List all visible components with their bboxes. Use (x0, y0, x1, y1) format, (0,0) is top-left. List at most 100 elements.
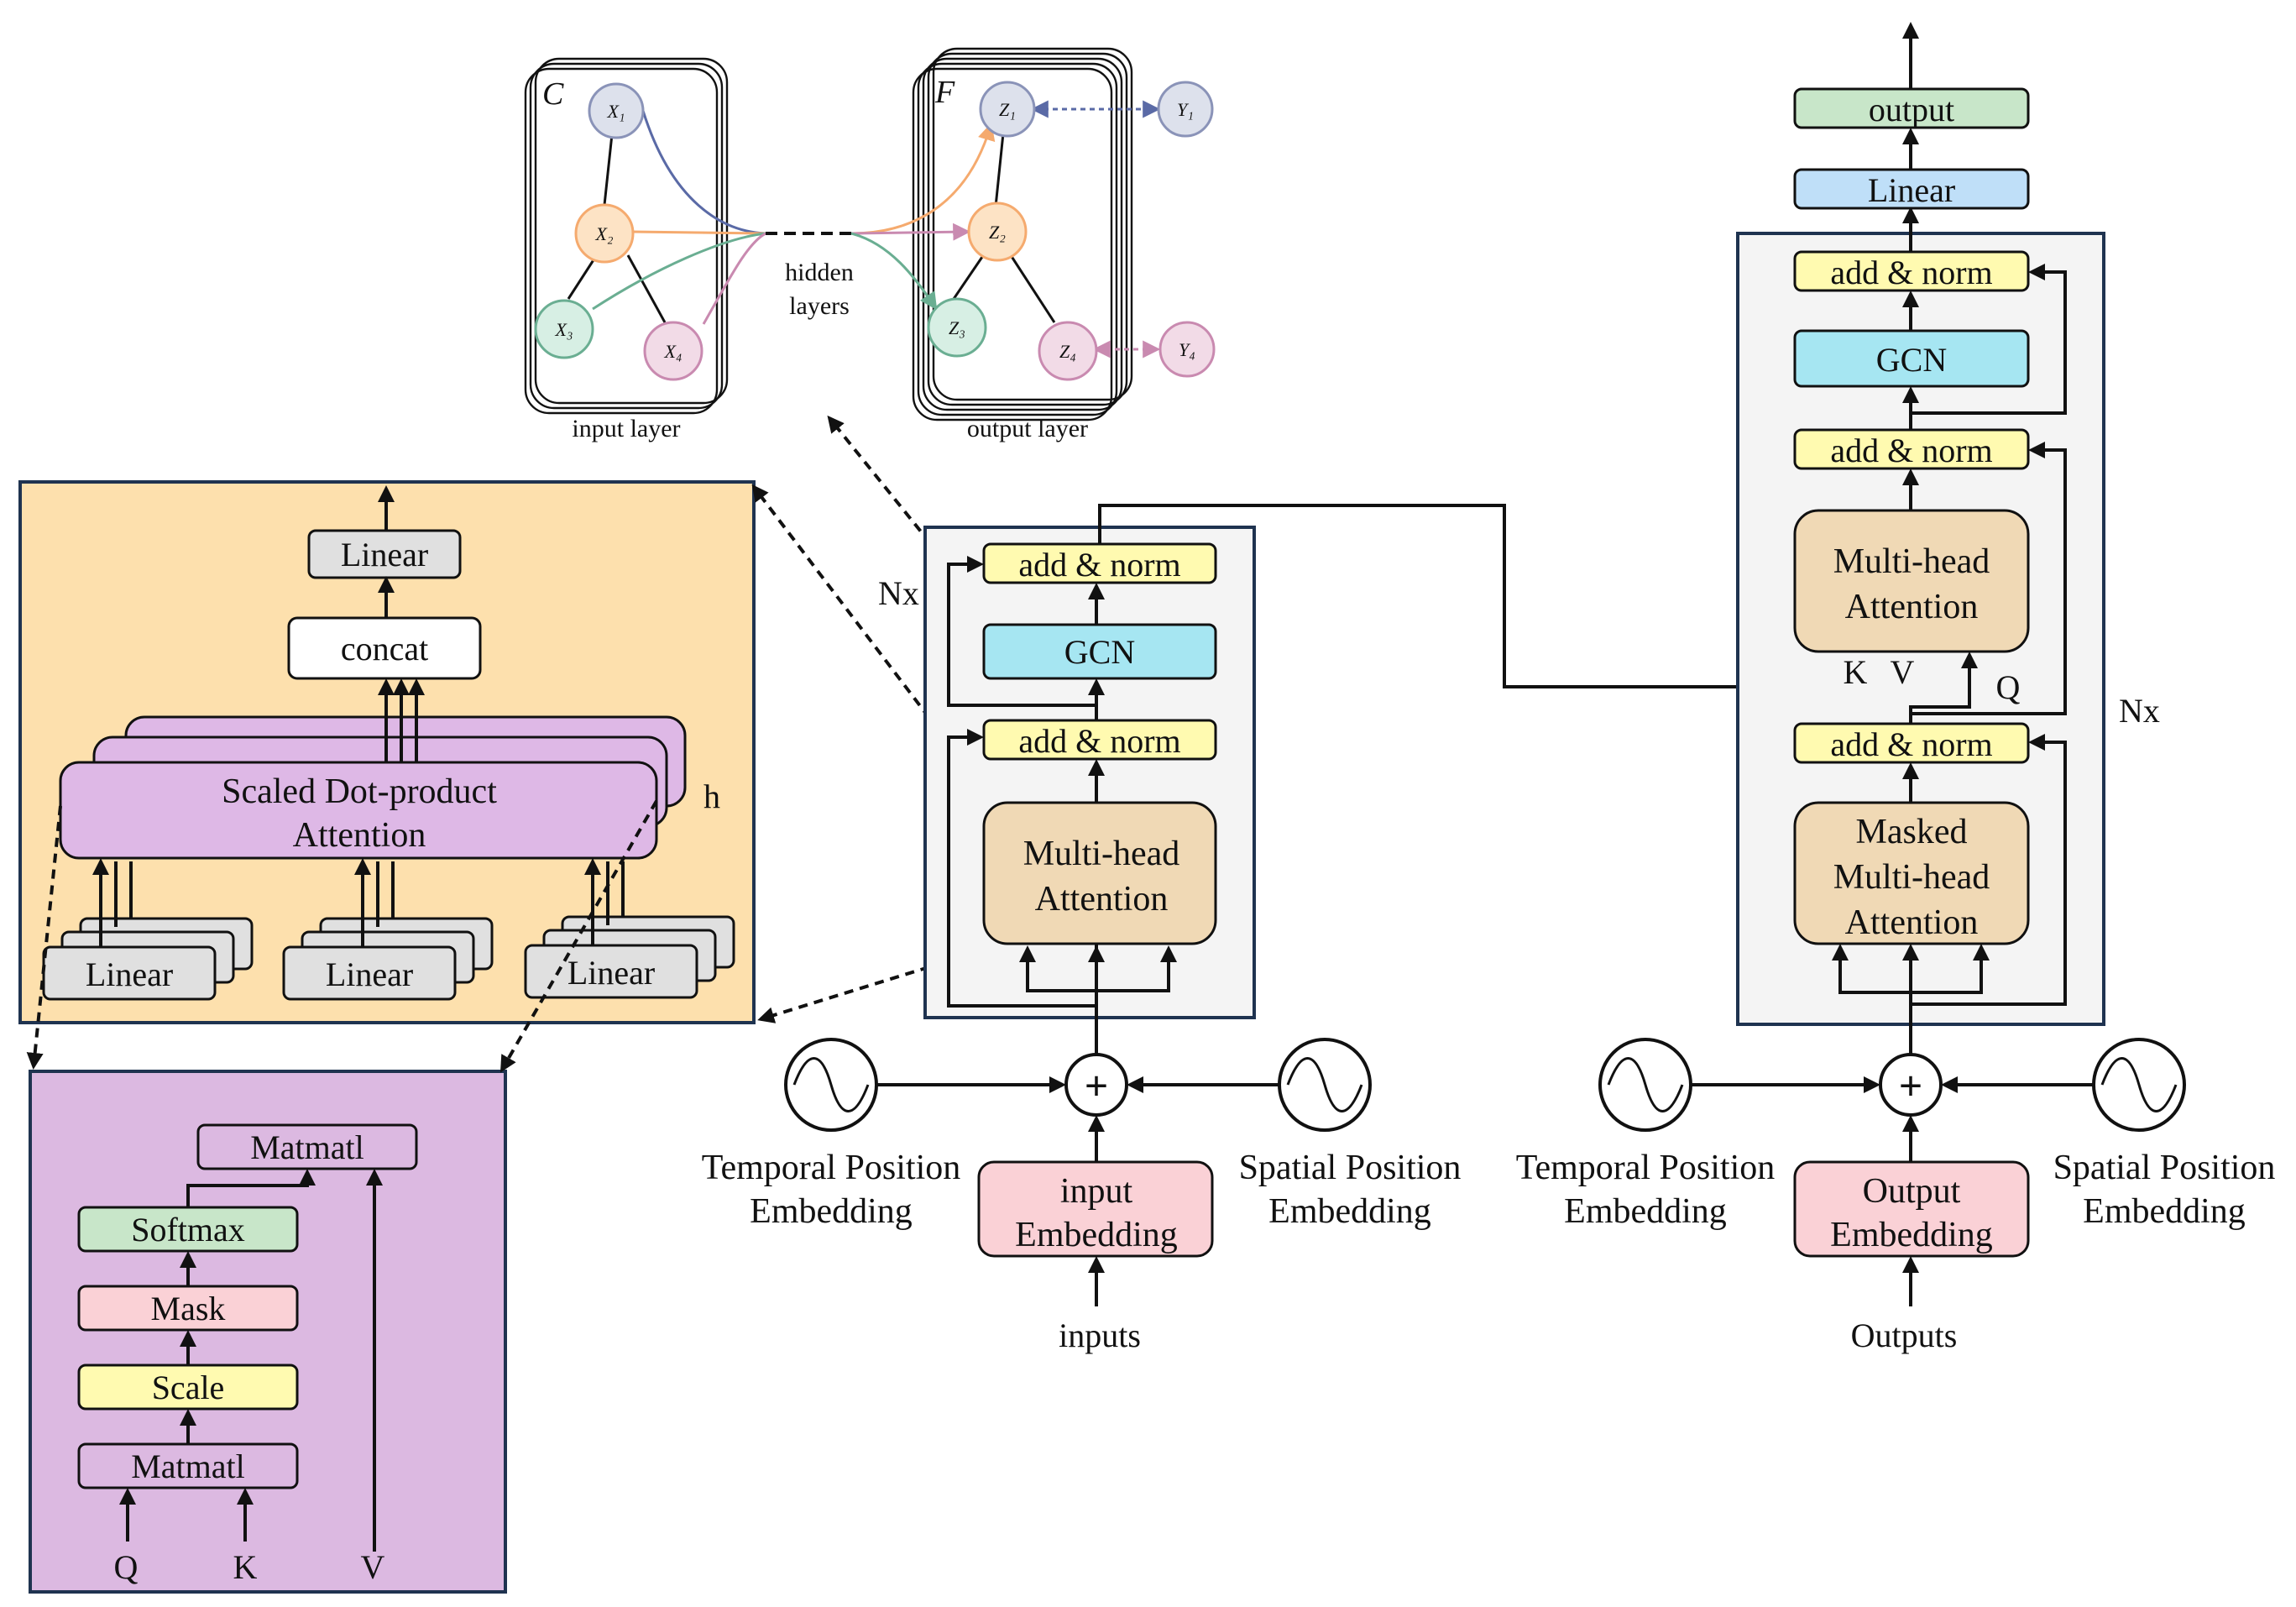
hidden-layers-label-2: layers (789, 292, 850, 320)
encoder-multihead-attention: Multi-head Attention (982, 801, 1217, 945)
svg-text:Z₄: Z₄ (1059, 341, 1076, 362)
svg-text:Linear: Linear (326, 955, 413, 993)
svg-text:Masked: Masked (1856, 813, 1968, 851)
mh-concat-box: concat (287, 616, 482, 680)
svg-text:Scaled Dot-product: Scaled Dot-product (222, 772, 497, 811)
encoder-temporal-label-1: Temporal Position (702, 1149, 961, 1187)
svg-text:Multi-head: Multi-head (1023, 835, 1180, 873)
svg-text:add & norm: add & norm (1018, 722, 1180, 760)
decoder-add-norm-top: add & norm (1793, 250, 2030, 292)
decoder-spatial-sine-icon (2092, 1038, 2186, 1132)
node-x4: X₄ (643, 321, 703, 381)
svg-text:Linear: Linear (341, 536, 428, 573)
scaled-dot-product-zoom: Matmatl Softmax Mask Scale Matmatl Q K V (29, 1070, 507, 1594)
node-z4: Z₄ (1038, 321, 1098, 381)
svg-text:Matmatl: Matmatl (131, 1447, 245, 1485)
svg-text:Z₃: Z₃ (949, 317, 965, 338)
node-x1: X₁ (588, 82, 645, 139)
input-layer-frame: C (524, 57, 729, 415)
encoder-gcn: GCN (982, 623, 1217, 680)
sdp-matmul-top-box: Matmatl (196, 1123, 418, 1170)
svg-text:Attention: Attention (1035, 880, 1169, 919)
decoder-output-embedding: Output Embedding (1793, 1160, 2030, 1258)
encoder-temporal-label-2: Embedding (750, 1192, 913, 1231)
svg-text:X₂: X₂ (594, 223, 613, 244)
decoder-outputs-label: Outputs (1851, 1316, 1958, 1354)
svg-text:+: + (1085, 1062, 1109, 1109)
encoder-spatial-label-2: Embedding (1268, 1192, 1431, 1231)
input-layer-caption: input layer (572, 415, 680, 442)
encoder-input-embedding: input Embedding (977, 1160, 1214, 1258)
decoder-block: Nx add & norm GCN add & norm Multi-head … (1736, 232, 2160, 1063)
svg-text:Output: Output (1863, 1172, 1961, 1211)
sdp-softmax-box: Softmax (77, 1206, 299, 1253)
encoder-add-norm-top: add & norm (982, 542, 1217, 584)
svg-text:Y₁: Y₁ (1177, 99, 1194, 120)
sdp-v-label: V (361, 1548, 385, 1586)
svg-text:Attention: Attention (1845, 903, 1979, 942)
svg-text:add & norm: add & norm (1830, 254, 1992, 291)
decoder-temporal-label-1: Temporal Position (1516, 1149, 1776, 1187)
multihead-attention-zoom: Linear concat Scaled Dot-product Attenti… (18, 480, 756, 1024)
node-z2: Z₂ (967, 202, 1028, 262)
encoder-embedding-section: + input Embedding inputs Temporal Positi… (702, 1038, 1461, 1354)
svg-text:X₃: X₃ (554, 319, 573, 340)
decoder-q-label: Q (1996, 668, 2021, 706)
encoder-repeat-label: Nx (878, 574, 919, 612)
decoder-temporal-label-2: Embedding (1564, 1192, 1727, 1231)
svg-text:output: output (1869, 91, 1954, 128)
decoder-spatial-label-2: Embedding (2083, 1192, 2246, 1231)
mh-linear-group-2: Linear (282, 917, 494, 1001)
svg-text:Z₁: Z₁ (999, 99, 1016, 120)
decoder-repeat-label: Nx (2119, 692, 2160, 730)
node-z1: Z₁ (979, 81, 1036, 138)
svg-text:Mask: Mask (151, 1290, 226, 1327)
svg-text:X₁: X₁ (606, 101, 625, 122)
decoder-add-norm-middle: add & norm (1793, 428, 2030, 470)
output-layer-caption: output layer (967, 415, 1088, 442)
decoder-spatial-label-1: Spatial Position (2053, 1149, 2276, 1187)
svg-text:Attention: Attention (1845, 588, 1979, 626)
mh-sdp-box: Scaled Dot-product Attention (59, 761, 658, 860)
decoder-multihead-attention: Multi-head Attention (1793, 509, 2030, 653)
node-x2: X₂ (574, 203, 635, 264)
svg-text:Linear: Linear (567, 954, 655, 992)
svg-text:Embedding: Embedding (1015, 1216, 1178, 1254)
svg-text:Linear: Linear (86, 955, 173, 993)
decoder-masked-attention: Masked Multi-head Attention (1793, 801, 2030, 945)
svg-text:input: input (1060, 1172, 1133, 1211)
encoder-block: Nx add & norm GCN add & norm Multi-head … (878, 526, 1256, 1063)
svg-text:Linear: Linear (1868, 171, 1955, 209)
encoder-add-norm-bottom: add & norm (982, 719, 1217, 761)
sdp-mask-box: Mask (77, 1285, 299, 1332)
decoder-output-box: output (1793, 87, 2030, 129)
node-x3: X₃ (534, 299, 594, 359)
svg-text:add & norm: add & norm (1830, 432, 1992, 469)
input-frame-letter: C (542, 76, 564, 112)
decoder-sum-node: + (1879, 1053, 1943, 1117)
svg-text:Multi-head: Multi-head (1833, 858, 1990, 897)
svg-text:+: + (1899, 1062, 1923, 1109)
svg-text:add & norm: add & norm (1018, 546, 1180, 584)
node-y4: Y₄ (1158, 321, 1216, 378)
decoder-gcn: GCN (1793, 329, 2030, 388)
node-z3: Z₃ (927, 297, 987, 358)
decoder-v-label: V (1891, 653, 1915, 691)
svg-text:Attention: Attention (293, 816, 426, 855)
encoder-sum-node: + (1064, 1053, 1128, 1117)
svg-text:Scale: Scale (152, 1369, 225, 1406)
node-y1: Y₁ (1157, 81, 1214, 138)
sdp-k-label: K (233, 1548, 258, 1586)
sdp-scale-box: Scale (77, 1364, 299, 1411)
graph-illustration: C F X₁ (524, 47, 1216, 442)
output-layer-frame: F (912, 47, 1133, 421)
decoder-add-norm-bottom: add & norm (1793, 722, 2030, 764)
heads-label: h (703, 777, 720, 815)
svg-text:Y₄: Y₄ (1179, 339, 1195, 360)
decoder-linear: Linear (1793, 168, 2030, 210)
encoder-temporal-sine-icon (784, 1038, 878, 1132)
output-frame-letter: F (934, 75, 955, 110)
decoder-embedding-section: + Output Embedding Outputs Temporal Posi… (1516, 1038, 2276, 1354)
mh-linear-group-1: Linear (42, 917, 254, 1001)
